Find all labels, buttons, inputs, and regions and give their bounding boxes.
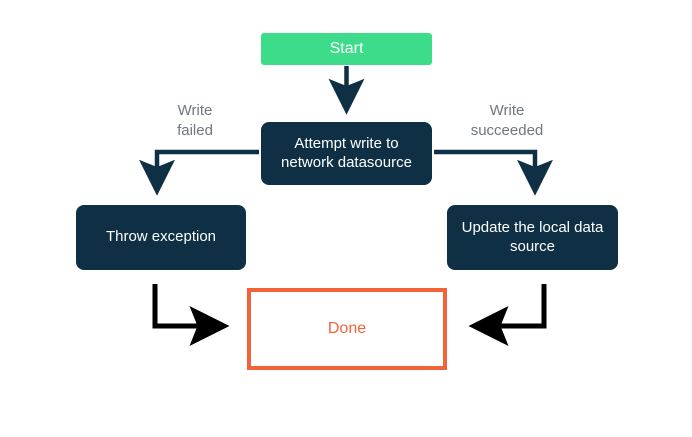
node-attempt-write-label: Attempt write to network datasource xyxy=(281,134,412,171)
connector-update-to-done xyxy=(468,284,547,346)
connector-attempt-to-update xyxy=(434,149,553,196)
node-attempt-write[interactable]: Attempt write to network datasource xyxy=(261,122,432,185)
node-start-label: Start xyxy=(329,40,364,57)
edge-label-write-failed: Write failed xyxy=(177,102,213,139)
edge-label-write-succeeded: Write succeeded xyxy=(470,102,544,139)
connector-attempt-to-throw xyxy=(139,149,259,196)
node-start[interactable]: Start xyxy=(261,33,432,65)
node-update-local-data-source-label: Update the local data source xyxy=(461,218,604,255)
node-throw-exception-label: Throw exception xyxy=(105,228,217,246)
node-done[interactable]: Done xyxy=(247,288,447,370)
node-update-local-data-source[interactable]: Update the local data source xyxy=(447,205,618,270)
node-throw-exception[interactable]: Throw exception xyxy=(76,205,246,270)
connector-throw-to-done xyxy=(152,284,230,346)
node-done-label: Done xyxy=(327,320,367,337)
